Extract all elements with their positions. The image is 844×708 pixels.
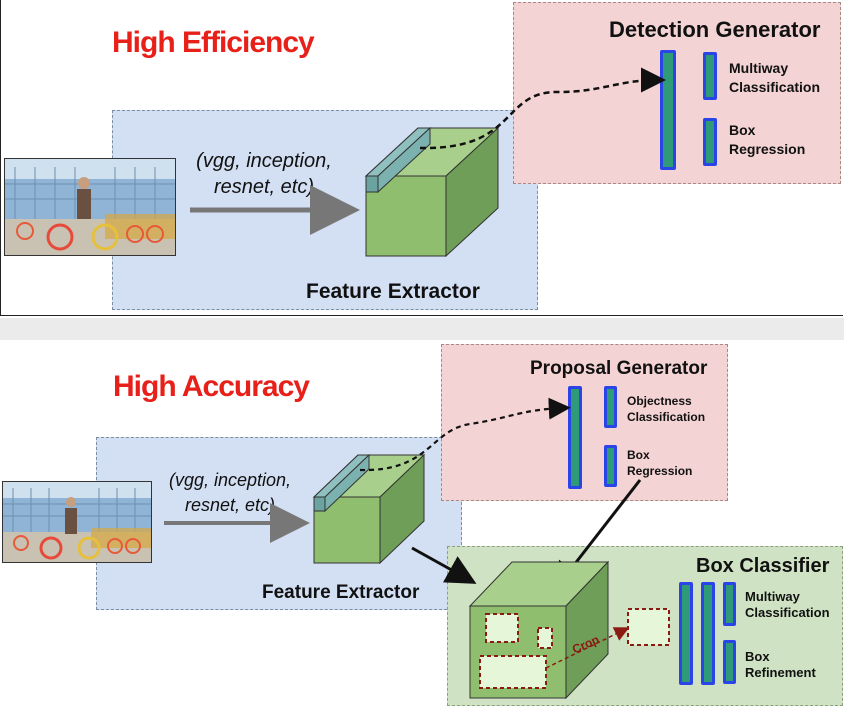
classifier-output1-line1: Multiway bbox=[745, 589, 800, 604]
bottom-title: High Accuracy bbox=[113, 370, 310, 403]
detection-generator-heading: Detection Generator bbox=[609, 17, 821, 42]
top-input-image bbox=[4, 158, 176, 256]
top-output2-line2: Regression bbox=[729, 141, 806, 157]
top-classification-bar bbox=[703, 52, 717, 100]
top-diagram-graphics bbox=[190, 67, 666, 258]
top-panel-frame bbox=[0, 0, 843, 316]
proposal-output2-line1: Box bbox=[627, 448, 650, 462]
top-feature-cube bbox=[364, 126, 500, 258]
top-output-multiway-classification: Multiway Classification bbox=[729, 59, 820, 97]
feature-to-classifier-arrow bbox=[411, 546, 477, 584]
proposal-generator-region bbox=[441, 344, 728, 501]
proposal-output-box-regression: Box Regression bbox=[627, 447, 692, 479]
proposal-objectness-bar bbox=[604, 386, 617, 428]
proposal-generator-heading: Proposal Generator bbox=[530, 358, 708, 379]
proposal-feature-bar bbox=[568, 386, 582, 489]
classifier-bar-2 bbox=[701, 582, 715, 685]
proposal-output1-line2: Classification bbox=[627, 410, 706, 424]
cropped-region bbox=[627, 608, 670, 646]
top-output1-line2: Classification bbox=[729, 79, 821, 95]
roi-box-3 bbox=[479, 655, 547, 689]
classifier-output-refinement: Box Refinement bbox=[745, 649, 816, 681]
classifier-bar-1 bbox=[679, 582, 693, 685]
proposal-output-objectness: Objectness Classification bbox=[627, 393, 705, 425]
proposal-output2-line2: Regression bbox=[627, 464, 693, 478]
top-regression-bar bbox=[703, 118, 717, 166]
classifier-output2-line1: Box bbox=[745, 649, 770, 664]
top-output2-line1: Box bbox=[729, 122, 756, 138]
classifier-refinement-bar bbox=[723, 640, 736, 684]
top-output-box-regression: Box Regression bbox=[729, 121, 805, 159]
bottom-backbone-note-line1: (vgg, inception, bbox=[168, 470, 292, 490]
proposal-regression-bar bbox=[604, 445, 617, 487]
proposal-output1-line1: Objectness bbox=[627, 394, 692, 408]
bottom-feature-cube bbox=[312, 453, 426, 565]
bottom-input-image bbox=[2, 481, 152, 563]
classifier-output1-line2: Classification bbox=[745, 605, 830, 620]
bottom-backbone-note-line2: resnet, etc) bbox=[184, 495, 276, 515]
crop-arrow bbox=[545, 627, 630, 669]
classifier-classification-bar bbox=[723, 582, 736, 626]
classifier-feature-cube bbox=[468, 560, 610, 700]
top-backbone-note-line2: resnet, etc) bbox=[213, 176, 315, 198]
classifier-output-multiway: Multiway Classification bbox=[745, 589, 830, 621]
roi-box-2 bbox=[537, 627, 553, 649]
top-feature-extractor-label: Feature Extractor bbox=[306, 280, 480, 303]
panel-divider bbox=[0, 318, 844, 340]
top-dashed-arrow bbox=[419, 67, 666, 150]
box-classifier-heading: Box Classifier bbox=[696, 555, 830, 577]
top-output1-line1: Multiway bbox=[729, 60, 789, 76]
classifier-output2-line2: Refinement bbox=[745, 665, 816, 680]
bottom-feature-extractor-label: Feature Extractor bbox=[262, 582, 420, 603]
bottom-dashed-arrow bbox=[359, 397, 571, 472]
roi-box-1 bbox=[485, 613, 519, 643]
top-title: High Efficiency bbox=[112, 26, 315, 59]
top-backbone-note: (vgg, inception, resnet, etc) bbox=[180, 148, 348, 200]
bottom-photo-drawing bbox=[3, 482, 151, 562]
top-backbone-note-line1: (vgg, inception, bbox=[196, 150, 332, 172]
top-photo-drawing bbox=[5, 159, 175, 255]
bottom-backbone-note: (vgg, inception, resnet, etc) bbox=[152, 468, 308, 518]
